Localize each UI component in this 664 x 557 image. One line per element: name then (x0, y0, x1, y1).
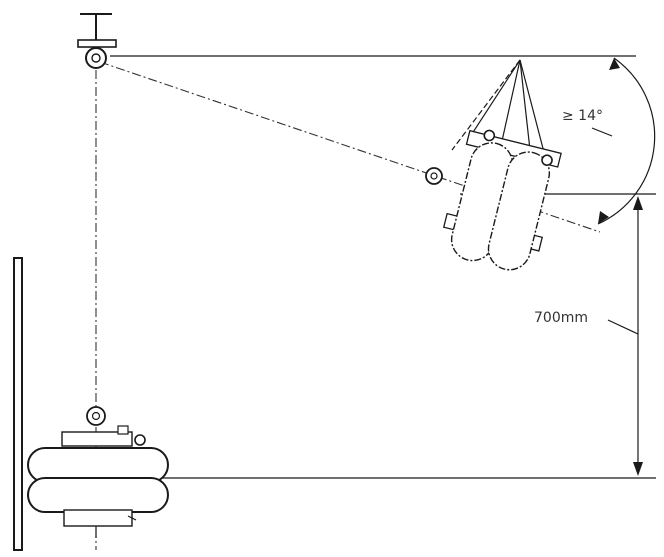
swing-centerline (99, 61, 601, 233)
distance-label: 700mm (534, 310, 588, 326)
suspension-lines (451, 59, 547, 161)
distance-dimension (607, 196, 643, 476)
rest-air-spring (27, 406, 169, 538)
swing-eye-ring (425, 167, 443, 185)
angle-label: ≥ 14° (562, 108, 603, 124)
top-pivot-mount (77, 13, 117, 69)
wall-plate (13, 257, 23, 551)
swung-air-spring (442, 129, 562, 271)
angle-dimension (591, 57, 656, 225)
